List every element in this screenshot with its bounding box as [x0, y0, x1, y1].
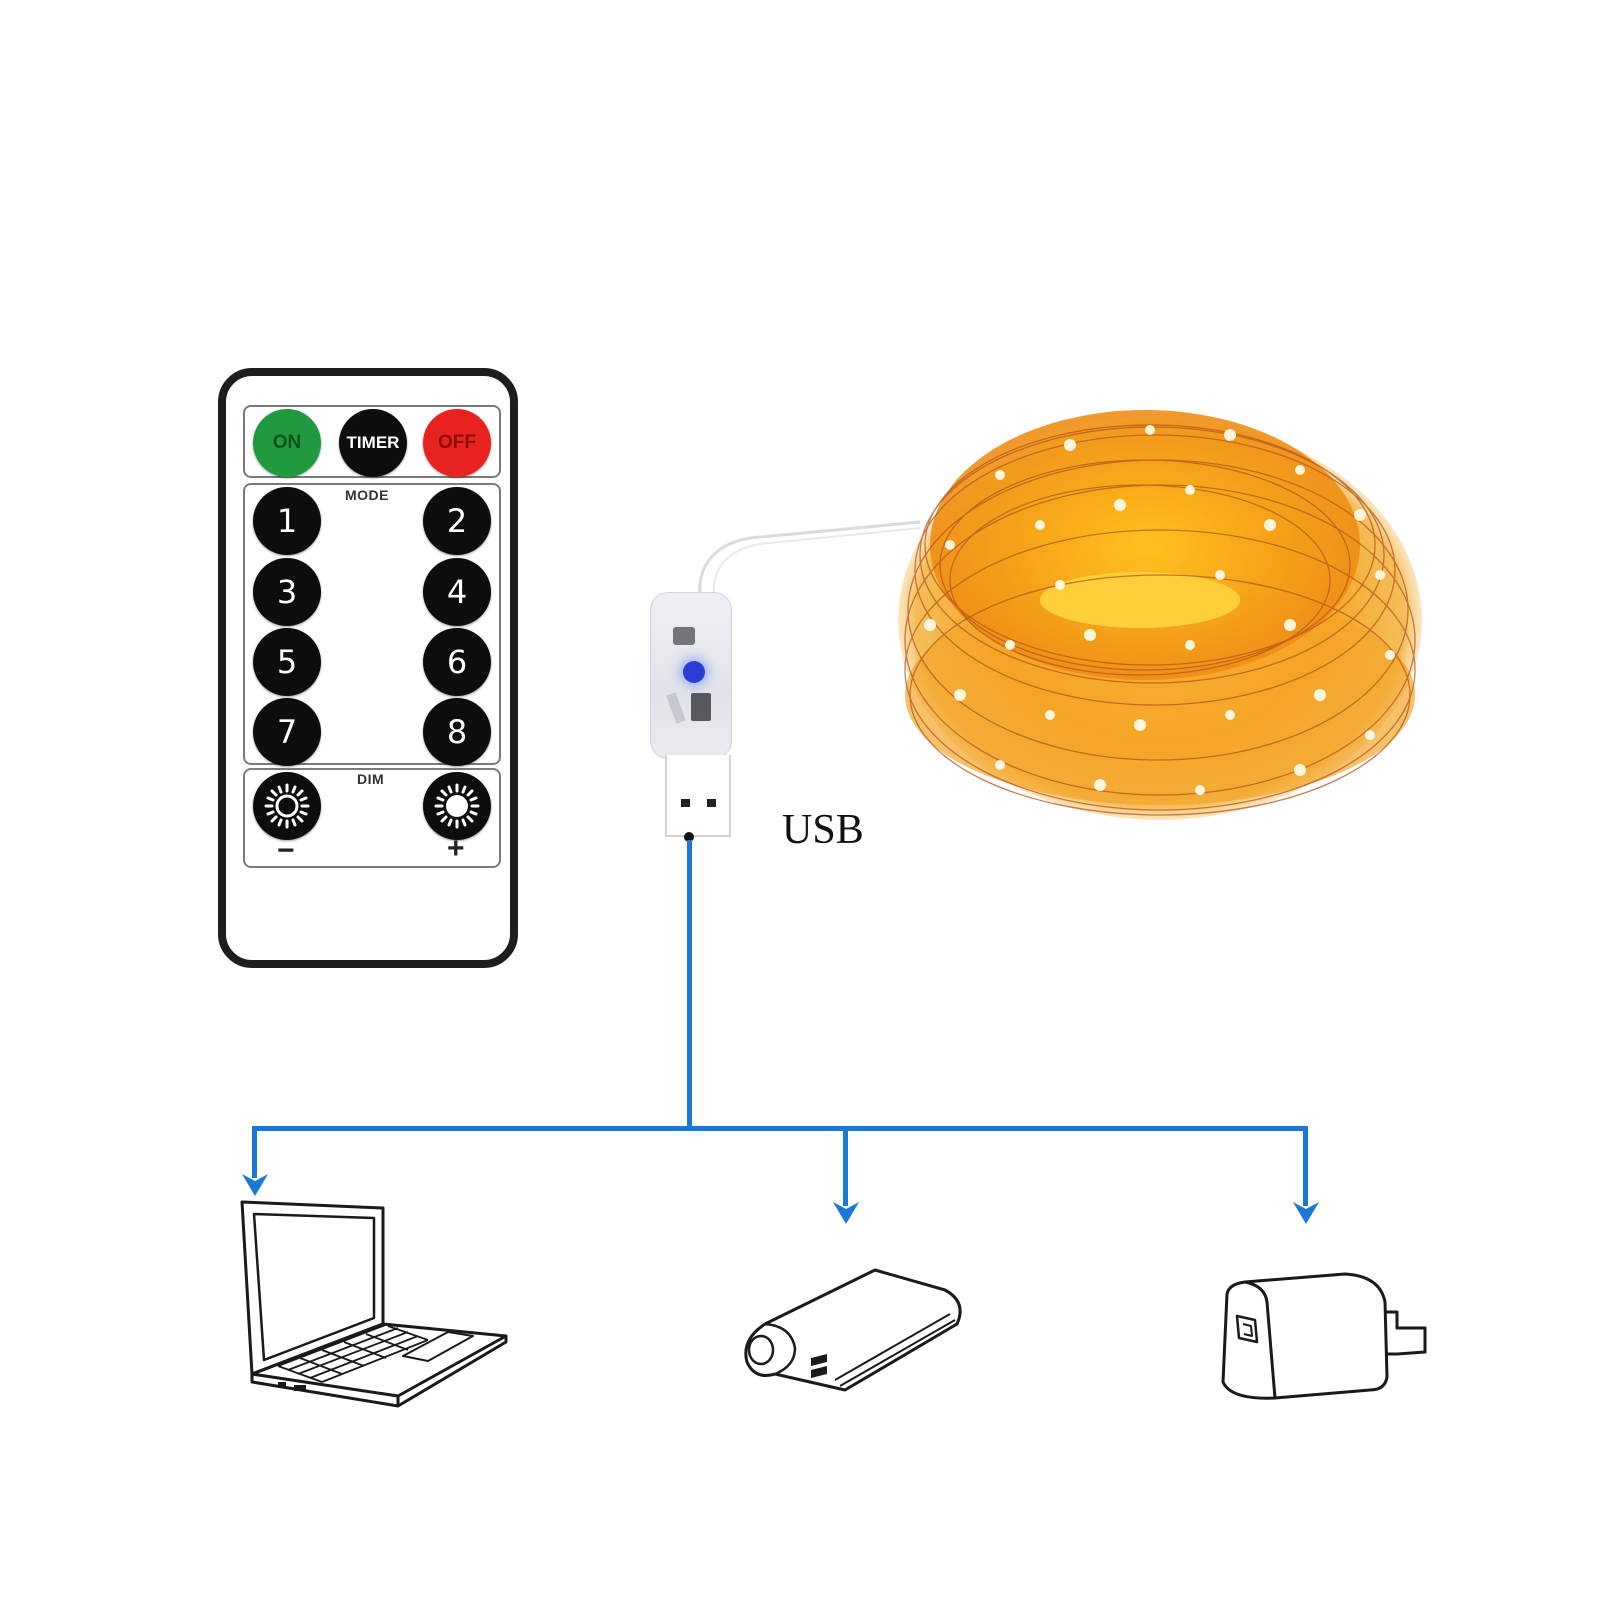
dim-up-button[interactable] — [423, 772, 491, 840]
mode-button-5[interactable]: 5 — [253, 628, 321, 696]
dim-panel: DIM — [243, 768, 501, 868]
mode-button-8[interactable]: 8 — [423, 698, 491, 766]
usb-controller — [650, 592, 732, 759]
mode-label: MODE — [345, 487, 389, 503]
dim-plus-label: + — [447, 832, 465, 865]
dim-down-button[interactable] — [253, 772, 321, 840]
fairy-lights-image — [898, 410, 1422, 820]
mode-button-6[interactable]: 6 — [423, 628, 491, 696]
connector-drop-charger — [1303, 1126, 1308, 1206]
arrow-down-icon — [833, 1202, 859, 1224]
led-indicator-icon — [683, 661, 705, 683]
usb-contact-icon — [707, 799, 716, 807]
usb-contact-icon — [681, 799, 690, 807]
mode-button-3[interactable]: 3 — [253, 558, 321, 626]
usb-plug-tip-icon — [684, 832, 694, 842]
connector-horizontal-line — [252, 1126, 1308, 1131]
sun-outline-icon — [264, 783, 310, 829]
off-button[interactable]: OFF — [423, 409, 491, 477]
power-panel: ON TIMER OFF — [243, 405, 501, 478]
connector-drop-powerbank — [843, 1126, 848, 1206]
timer-button[interactable]: TIMER — [339, 409, 407, 477]
component-icon — [691, 693, 711, 721]
on-button[interactable]: ON — [253, 409, 321, 477]
power-bank-icon — [744, 1268, 962, 1392]
laptop-icon — [240, 1200, 508, 1408]
connector-vertical-line — [687, 840, 692, 1130]
connector-drop-laptop — [252, 1126, 257, 1178]
remote-control: ON TIMER OFF MODE 1 2 3 4 5 6 7 8 DIM — [218, 368, 518, 968]
usb-label: USB — [782, 807, 864, 853]
mode-button-2[interactable]: 2 — [423, 487, 491, 555]
usb-cable-icon — [698, 520, 921, 596]
arrow-down-icon — [242, 1174, 268, 1196]
arrow-down-icon — [1293, 1202, 1319, 1224]
resistor-icon — [666, 692, 686, 724]
mode-panel: MODE 1 2 3 4 5 6 7 8 — [243, 483, 501, 766]
sun-filled-icon — [434, 783, 480, 829]
mode-button-7[interactable]: 7 — [253, 698, 321, 766]
mode-button-4[interactable]: 4 — [423, 558, 491, 626]
chip-icon — [673, 627, 695, 645]
mode-button-1[interactable]: 1 — [253, 487, 321, 555]
dim-minus-label: − — [277, 834, 295, 867]
usb-plug — [665, 755, 731, 837]
wall-charger-icon — [1221, 1272, 1427, 1400]
dim-label: DIM — [357, 771, 385, 787]
